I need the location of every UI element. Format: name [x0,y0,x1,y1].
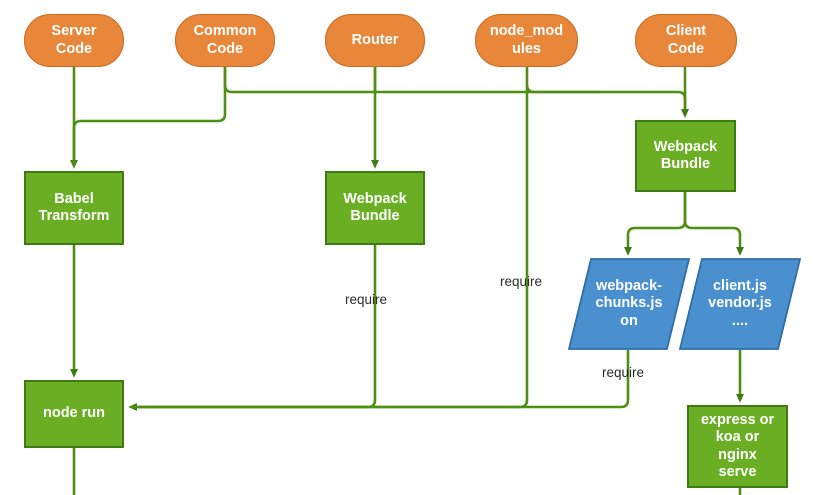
node-babel-transform[interactable]: Babel Transform [24,171,124,245]
node-client-vendor-js[interactable]: client.js vendor.js .... [679,258,801,350]
node-server-code[interactable]: Server Code [24,14,124,67]
node-webpack-bundle-right[interactable]: Webpack Bundle [635,120,736,192]
node-node-modules[interactable]: node_mod ules [475,14,578,67]
edge-webpack-right-to-chunks [624,192,687,256]
edge-webpack-right-to-client-vendor [683,192,744,256]
edge-chunks-to-node-run [131,350,630,409]
node-common-code[interactable]: Common Code [175,14,275,67]
edge-webpack-mid-to-node-run [131,245,377,409]
node-client-vendor-js-label: client.js vendor.js .... [708,277,772,329]
node-node-run[interactable]: node run [24,380,124,448]
node-express-koa-nginx-serve[interactable]: express or koa or nginx serve [687,405,788,488]
parallelogram-shape [568,258,690,350]
edge-node-modules-to-webpack-right [525,84,600,94]
node-client-code[interactable]: Client Code [635,14,737,67]
require-label-node-modules: require [500,274,543,289]
parallelogram-shape [679,258,801,350]
node-webpack-chunks-json[interactable]: webpack- chunks.js on [568,258,690,350]
node-router[interactable]: Router [325,14,425,67]
require-label-webpack-chunks: require [602,365,645,380]
node-webpack-bundle-middle[interactable]: Webpack Bundle [325,171,425,245]
edge-common-code-to-babel [72,67,227,166]
edge-common-code-to-webpack-right [223,67,689,118]
require-label-webpack-mid: require [345,292,388,307]
node-webpack-chunks-json-label: webpack- chunks.js on [595,277,663,329]
